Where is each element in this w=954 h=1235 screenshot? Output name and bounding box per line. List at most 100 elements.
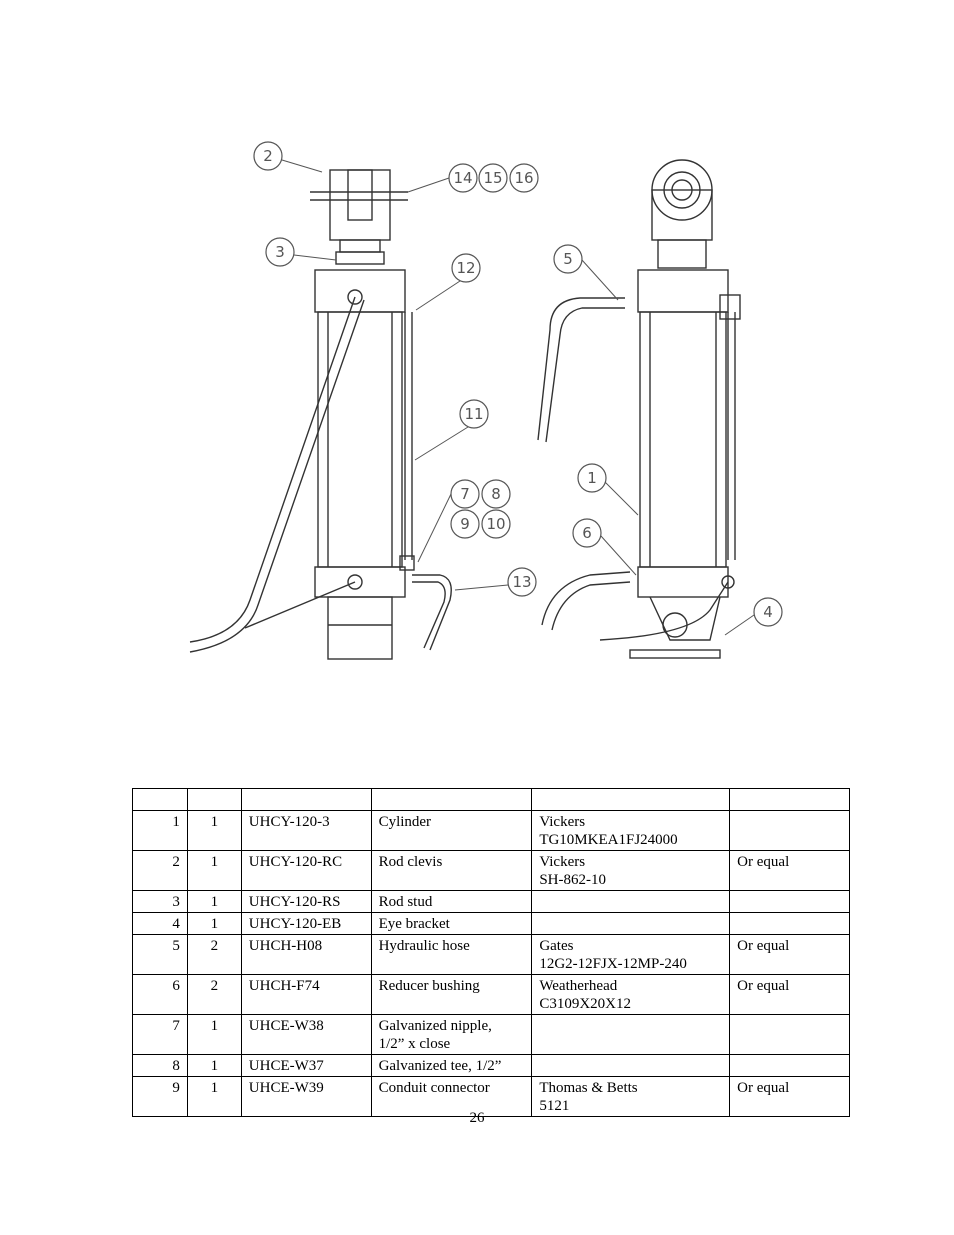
quantity: 1: [186, 890, 242, 913]
manufacturer: Vickers: [539, 814, 586, 830]
manufacturer-part-number: 12G2-12FJX-12MP-240: [539, 956, 687, 972]
part-number: UHCY-120-EB: [240, 912, 372, 935]
callout-label: 7: [460, 485, 470, 503]
callout-5: [553, 244, 583, 274]
table-row: 7 1 UHCE-W38 Galvanized nipple,1/2” x cl…: [132, 1014, 850, 1055]
manufacturer-cell: Gates 12G2-12FJX-12MP-240: [531, 934, 731, 975]
table-header-row: [132, 788, 850, 811]
item-number: 3: [132, 890, 188, 913]
part-number: UHCY-120-RS: [240, 890, 372, 913]
part-number: UHCY-120-RC: [240, 850, 372, 891]
manufacturer: Vickers: [539, 854, 586, 870]
callout-label: 13: [512, 573, 531, 591]
quantity: 1: [186, 850, 242, 891]
quantity: 1: [186, 810, 242, 851]
manufacturer-part-number: SH-862-10: [539, 872, 606, 888]
manufacturer: Gates: [539, 938, 574, 954]
description: Rod clevis: [370, 850, 533, 891]
callout-2: [253, 141, 283, 171]
description: Eye bracket: [370, 912, 533, 935]
callout-label: 8: [491, 485, 501, 503]
part-number: UHCE-W39: [240, 1076, 372, 1117]
table-row: 5 2 UHCH-H08 Hydraulic hose Gates 12G2-12…: [132, 934, 850, 975]
drawing-svg: 2 14 15 16 3 12 11 7 8 9 10 13 5 1 6 4: [189, 141, 783, 660]
note: [729, 1054, 850, 1077]
callout-8: [481, 479, 511, 509]
callout-12: [451, 253, 481, 283]
callout-1: [577, 463, 607, 493]
item-number: 2: [132, 850, 188, 891]
description-cell: Galvanized nipple,1/2” x close: [370, 1014, 533, 1055]
quantity: 2: [186, 974, 242, 1015]
note: [729, 810, 850, 851]
header-item: [132, 788, 188, 811]
manufacturer-part-number: TG10MKEA1FJ24000: [539, 832, 678, 848]
manufacturer-cell: [531, 890, 731, 913]
item-number: 5: [132, 934, 188, 975]
callout-label: 14: [453, 169, 472, 187]
item-number: 1: [132, 810, 188, 851]
cylinder-body-right: [639, 311, 727, 568]
part-number: UHCE-W37: [240, 1054, 372, 1077]
part-number: UHCH-H08: [240, 934, 372, 975]
callout-label: 4: [763, 603, 773, 621]
part-number: UHCH-F74: [240, 974, 372, 1015]
table-row: 8 1 UHCE-W37 Galvanized tee, 1/2”: [132, 1054, 850, 1077]
part-number: UHCY-120-3: [240, 810, 372, 851]
description: Conduit connector: [370, 1076, 533, 1117]
manufacturer-cell: [531, 912, 731, 935]
item-number: 6: [132, 974, 188, 1015]
description: Rod stud: [370, 890, 533, 913]
callout-4: [753, 597, 783, 627]
quantity: 2: [186, 934, 242, 975]
item-number: 4: [132, 912, 188, 935]
part-number: UHCE-W38: [240, 1014, 372, 1055]
rod-clevis-shape: [329, 169, 391, 241]
callout-label: 15: [483, 169, 502, 187]
manufacturer-cell: [531, 1014, 731, 1055]
note: Or equal: [729, 974, 850, 1015]
manufacturer: Thomas & Betts: [539, 1080, 638, 1096]
description: Hydraulic hose: [370, 934, 533, 975]
item-number: 9: [132, 1076, 188, 1117]
table-row: 4 1 UHCY-120-EB Eye bracket: [132, 912, 850, 935]
quantity: 1: [186, 1014, 242, 1055]
callout-9: [450, 509, 480, 539]
note: [729, 890, 850, 913]
description: Reducer bushing: [370, 974, 533, 1015]
manufacturer-part-number: 5121: [539, 1098, 570, 1114]
callout-label: 12: [456, 259, 475, 277]
cylinder-assembly-drawing: 2 14 15 16 3 12 11 7 8 9 10 13 5 1 6 4: [150, 130, 800, 670]
callout-label: 6: [582, 524, 592, 542]
header-qty: [186, 788, 242, 811]
callout-10: [481, 509, 511, 539]
callout-13: [507, 567, 537, 597]
description: Galvanized tee, 1/2”: [370, 1054, 533, 1077]
manufacturer-cell: Thomas & Betts 5121: [531, 1076, 731, 1117]
note: [729, 912, 850, 935]
callout-label: 10: [486, 515, 505, 533]
quantity: 1: [186, 1054, 242, 1077]
callout-label: 3: [275, 243, 285, 261]
header-part-number: [240, 788, 372, 811]
callout-15: [478, 163, 508, 193]
manufacturer-part-number: C3109X20X12: [539, 996, 631, 1012]
table-row: 9 1 UHCE-W39 Conduit connector Thomas & …: [132, 1076, 850, 1117]
cylinder-body-left: [317, 311, 403, 568]
note: Or equal: [729, 934, 850, 975]
page-number: 26: [469, 1110, 485, 1126]
callout-label: 5: [563, 250, 573, 268]
callout-6: [572, 518, 602, 548]
callout-label: 2: [263, 147, 273, 165]
item-number: 8: [132, 1054, 188, 1077]
description: Cylinder: [370, 810, 533, 851]
quantity: 1: [186, 1076, 242, 1117]
header-note: [729, 788, 850, 811]
note: Or equal: [729, 850, 850, 891]
callout-label: 9: [460, 515, 470, 533]
